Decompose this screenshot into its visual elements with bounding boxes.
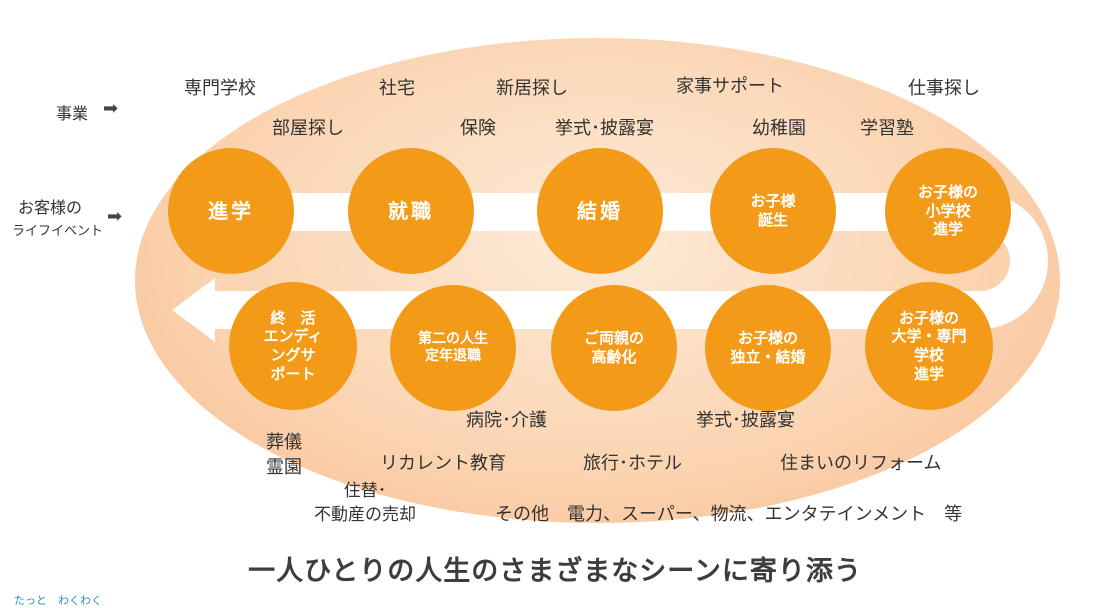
business-label: 事業 xyxy=(56,104,89,123)
business-item: 旅行･ホテル xyxy=(583,453,682,474)
business-item: 家事サポート xyxy=(676,76,784,97)
business-item: 幼稚園 xyxy=(752,118,806,139)
life-event-circle: お子様の 小学校 進学 xyxy=(885,148,1011,274)
background-ellipse xyxy=(135,38,1060,523)
footer-text: たっと わくわく xyxy=(14,594,102,607)
business-item: 葬儀 霊園 xyxy=(266,432,302,479)
life-event-circle: 結婚 xyxy=(537,148,663,274)
business-item: 保険 xyxy=(460,118,496,139)
business-item: 住替･ 不動産の売却 xyxy=(314,481,416,525)
customer-label-line2: ライフイベント xyxy=(12,224,104,239)
life-event-circle: 進学 xyxy=(168,148,294,274)
business-item: 学習塾 xyxy=(860,118,914,139)
business-item: リカレント教育 xyxy=(380,453,506,474)
life-event-circle: 就職 xyxy=(348,148,474,274)
life-event-circle: 第二の人生 定年退職 xyxy=(390,285,516,411)
life-event-circle: お子様の 大学・専門 学校 進学 xyxy=(865,282,993,410)
life-event-circle: お子様 誕生 xyxy=(710,148,836,274)
business-item: 仕事探し xyxy=(908,78,980,99)
business-item: 病院･介護 xyxy=(466,410,547,431)
customer-label-line1: お客様の xyxy=(18,198,83,217)
business-item: 専門学校 xyxy=(184,78,256,99)
tagline: 一人ひとりの人生のさまざまなシーンに寄り添う xyxy=(248,556,862,587)
flow-arrow-head xyxy=(172,278,215,342)
business-item: 挙式･披露宴 xyxy=(696,410,795,431)
business-item: 挙式･披露宴 xyxy=(555,118,654,139)
business-item: 新居探し xyxy=(496,78,568,99)
business-item: 部屋探し xyxy=(272,118,344,139)
business-item: 住まいのリフォーム xyxy=(780,453,942,474)
life-event-circle: ご両親の 高齢化 xyxy=(551,285,677,411)
right-arrow-icon: ➡ xyxy=(103,98,119,119)
business-item: その他 電力、スーパー、物流、エンタテインメント 等 xyxy=(495,504,963,525)
business-item: 社宅 xyxy=(379,78,415,99)
life-event-circle: 終 活 エンディ ングサ ポート xyxy=(229,282,357,410)
right-arrow-icon: ➡ xyxy=(107,206,123,227)
life-event-circle: お子様の 独立・結婚 xyxy=(705,285,831,411)
